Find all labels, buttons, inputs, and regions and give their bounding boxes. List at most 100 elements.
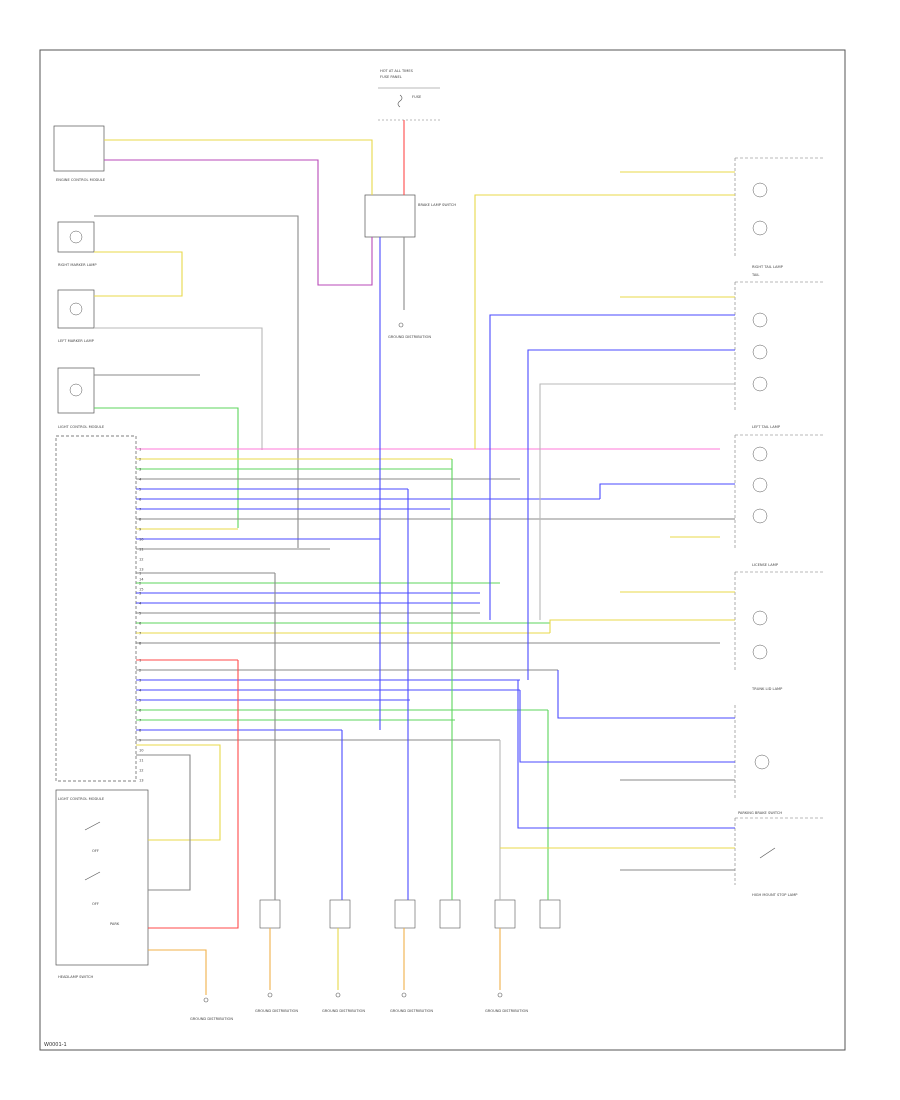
ground-dist-label: GROUND DISTRIBUTION <box>388 335 431 339</box>
pin-a-13: 13 <box>139 568 144 572</box>
ground-icon <box>497 992 503 998</box>
pin-c-8: 8 <box>139 729 142 733</box>
ground-icon <box>203 997 209 1003</box>
pin-b-3: 3 <box>139 592 141 596</box>
figure-id: W0001-1 <box>44 1042 67 1048</box>
connector-pins: 1234567891011121314151234567812345678910… <box>139 448 144 783</box>
wires <box>94 120 735 995</box>
wire-trunk-blue-2 <box>519 690 735 763</box>
bulb-icon <box>754 754 770 770</box>
wire-ecm-yellow <box>104 139 373 195</box>
wire-right-blue-2 <box>527 349 735 680</box>
ground-label-5: GROUND DISTRIBUTION <box>190 1017 233 1021</box>
pin-a-11: 11 <box>139 548 144 552</box>
bulb-icon <box>752 477 768 493</box>
wire-trunk-blue <box>557 670 735 719</box>
pin-c-6: 6 <box>139 709 142 713</box>
pin-c-11: 11 <box>139 759 144 763</box>
pin-a-14: 14 <box>139 578 144 582</box>
wire-license-yellow <box>549 619 735 633</box>
pin-a-9: 9 <box>139 528 142 532</box>
trunk-lid-lamp: TRUNK LID LAMP <box>734 687 783 800</box>
tail-label: TAIL <box>751 273 759 277</box>
fuse-panel: HOT AT ALL TIMES FUSE PANEL FUSE <box>378 69 440 121</box>
license-lamp-label: LICENSE LAMP <box>752 563 779 567</box>
off-label-2: OFF <box>92 902 99 906</box>
left-tail-lamp-label: LEFT TAIL LAMP <box>752 425 781 429</box>
pin-a-4: 4 <box>139 478 142 482</box>
parking-brake-switch: PARKING BRAKE SWITCH HIGH MOUNT STOP LAM… <box>734 811 825 897</box>
pin-a-6: 6 <box>139 498 142 502</box>
pin-b-5: 5 <box>139 612 141 616</box>
pin-a-2: 2 <box>139 458 141 462</box>
parking-brake-switch-label: PARKING BRAKE SWITCH <box>738 811 782 815</box>
pin-a-12: 12 <box>139 558 144 562</box>
wire-switch-yellow <box>136 744 221 841</box>
headlamp-switch-small <box>57 367 95 414</box>
wire-headlamp-green <box>94 407 239 528</box>
diagram-frame <box>39 49 846 1051</box>
light-control-module-label: LIGHT CONTROL MODULE <box>58 425 105 429</box>
pin-a-15: 15 <box>139 588 144 592</box>
pin-c-12: 12 <box>139 769 144 773</box>
engine-control-label: ENGINE CONTROL MODULE <box>56 178 106 182</box>
ground-icon <box>401 992 407 998</box>
pin-c-10: 10 <box>139 749 144 753</box>
fuse-icon <box>397 94 403 108</box>
right-rear-lamp: TAIL <box>734 273 825 410</box>
pin-a-3: 3 <box>139 468 141 472</box>
brake-lamp-switch-label: BRAKE LAMP SWITCH <box>418 203 456 207</box>
bulb-icon <box>752 220 768 236</box>
bulb-icon <box>69 383 83 397</box>
rear-lamp-middle: LEFT TAIL LAMP <box>734 425 825 548</box>
bulb-icon <box>752 644 768 660</box>
pin-a-8: 8 <box>139 518 142 522</box>
bulb-icon <box>752 610 768 626</box>
ground-icon <box>267 992 273 998</box>
pin-b-4: 4 <box>139 602 142 606</box>
bulb-icon <box>752 344 768 360</box>
bulb-icon <box>69 302 83 316</box>
pin-b-7: 7 <box>139 632 141 636</box>
wire-ecm-violet <box>104 159 373 286</box>
wire-right-blue <box>489 314 735 620</box>
bottom-switch-row: GROUND DISTRIBUTION GROUND DISTRIBUTION … <box>190 899 561 1021</box>
wire-switch-gray <box>136 754 191 891</box>
right-marker-label: RIGHT MARKER LAMP <box>58 263 97 267</box>
ground-label-1: GROUND DISTRIBUTION <box>255 1009 298 1013</box>
left-rear-lamp: LICENSE LAMP <box>734 563 825 672</box>
wire-right-yellow <box>474 194 735 449</box>
pin-c-5: 5 <box>139 699 141 703</box>
bulb-icon <box>69 230 83 244</box>
pin-b-1: 1 <box>139 572 141 576</box>
wire-switch-ground <box>148 949 207 995</box>
pin-b-6: 6 <box>139 622 142 626</box>
fuse-label: FUSE <box>412 95 422 99</box>
left-marker-label: LEFT MARKER LAMP <box>58 339 95 343</box>
pin-a-1: 1 <box>139 448 141 452</box>
pin-b-8: 8 <box>139 642 142 646</box>
pin-b-2: 2 <box>139 582 141 586</box>
off-label: OFF <box>92 849 99 853</box>
wire-switch-red <box>148 660 239 929</box>
switch-header-label: LIGHT CONTROL MODULE <box>58 797 105 801</box>
pin-c-3: 3 <box>139 679 141 683</box>
headlamp-switch-label: HEADLAMP SWITCH <box>58 975 94 979</box>
headlamp-switch: LIGHT CONTROL MODULE OFF OFF PARK HEADLA… <box>55 789 149 979</box>
pin-c-7: 7 <box>139 719 141 723</box>
wire-marker-gray-2 <box>94 215 299 548</box>
trunk-lid-lamp-label: TRUNK LID LAMP <box>751 687 783 691</box>
right-tail-lamp: RIGHT TAIL LAMP <box>734 157 825 269</box>
park-label: PARK <box>110 922 120 926</box>
engine-control-module: ENGINE CONTROL MODULE <box>53 125 106 182</box>
bulb-icon <box>752 446 768 462</box>
bulb-icon <box>752 376 768 392</box>
wire-right-gray <box>539 383 735 620</box>
wire-marker-gray <box>94 327 263 450</box>
ground-label-3: GROUND DISTRIBUTION <box>390 1009 433 1013</box>
wire-park-blue <box>517 680 735 829</box>
pin-a-7: 7 <box>139 508 141 512</box>
wire-tail-blue <box>599 483 735 499</box>
left-marker-lamp: LEFT MARKER LAMP <box>57 289 95 343</box>
